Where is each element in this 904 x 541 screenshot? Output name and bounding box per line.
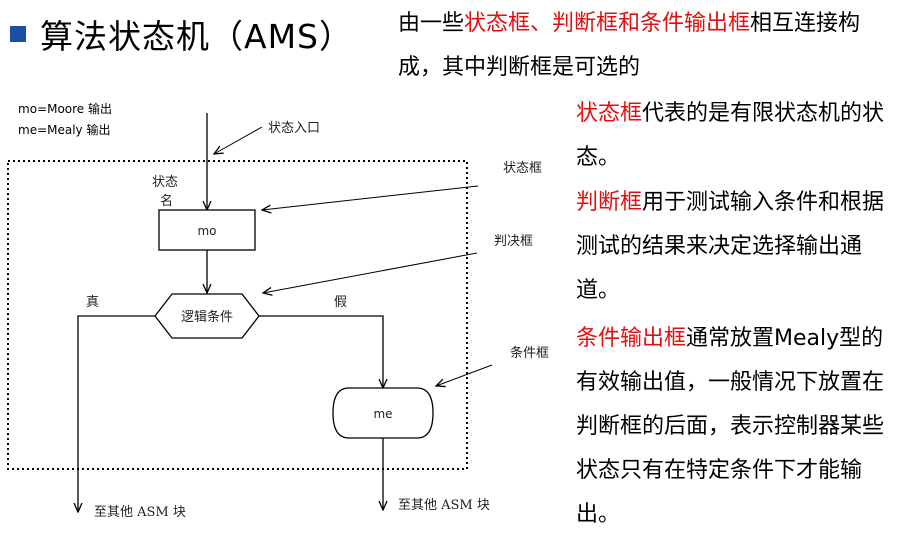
state-name-label-2: 名: [160, 193, 173, 209]
state-box-description: 状态框代表的是有限状态机的状态。: [576, 92, 898, 180]
conditional-box-pointer: [436, 364, 493, 386]
state-box-text: mo: [197, 224, 216, 238]
highlight-term: 状态框: [576, 101, 643, 126]
title-text: 算法状态机（AMS）: [40, 17, 353, 56]
asm-block-boundary: [7, 160, 468, 470]
true-branch-arrow: [78, 315, 155, 512]
decision-box-description: 判断框用于测试输入条件和根据测试的结果来决定选择输出通道。: [576, 181, 898, 313]
legend-mealy: me=Mealy 输出: [18, 123, 111, 137]
decision-box-pointer: [263, 252, 478, 293]
exit-left-label: 至其他 ASM 块: [94, 505, 186, 520]
bullet-square-icon: [10, 26, 26, 42]
body-text: 通常放置Mealy型的有效输出值，一般情况下放置在判断框的后面，表示控制器某些状…: [576, 326, 885, 527]
state-box-label: 状态框: [503, 161, 542, 176]
false-branch-arrow: [259, 315, 383, 388]
false-label: 假: [334, 295, 347, 310]
body-text: 代表的是有限状态机的状态。: [576, 101, 885, 170]
highlight-term: 判断框: [576, 190, 643, 215]
slide-title: 算法状态机（AMS）: [10, 4, 353, 64]
conditional-text: me: [373, 407, 392, 421]
decision-box-label: 判决框: [494, 234, 533, 249]
conditional-box-label: 条件框: [510, 345, 549, 361]
state-name-label-1: 状态: [152, 175, 178, 190]
highlight-term: 条件输出框: [576, 326, 687, 351]
body-text: 用于测试输入条件和根据测试的结果来决定选择输出通道。: [576, 190, 885, 303]
decision-text: 逻辑条件: [181, 309, 233, 325]
legend-moore: mo=Moore 输出: [18, 102, 112, 116]
conditional-output-box: [332, 387, 434, 439]
exit-right-label: 至其他 ASM 块: [398, 498, 490, 513]
true-label: 真: [86, 295, 99, 310]
body-text: 由一些: [398, 11, 465, 36]
state-box-pointer: [262, 185, 479, 210]
highlight-term: 状态框、判断框和条件输出框: [464, 11, 751, 36]
conditional-box-description: 条件输出框通常放置Mealy型的有效输出值，一般情况下放置在判断框的后面，表示控…: [576, 317, 898, 537]
intro-text: 由一些状态框、判断框和条件输出框相互连接构成，其中判断框是可选的: [398, 2, 898, 90]
body-text: 相互连接构成，其中判断框是可选的: [398, 11, 861, 80]
state-entry-pointer: [214, 126, 263, 154]
state-entry-label: 状态入口: [268, 121, 320, 136]
